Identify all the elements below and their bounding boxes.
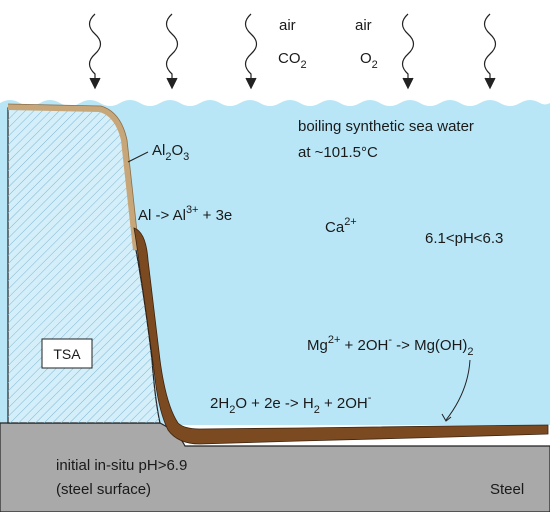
al2o3-leader-line — [127, 151, 149, 163]
tsa-label: TSA — [53, 346, 81, 362]
mgoh2-leader-arrowhead — [441, 413, 452, 422]
wavy-arrow-5 — [483, 13, 497, 90]
al-oxidation-reaction: Al -> Al3+ + 3e — [138, 204, 232, 224]
water-description-line2: at ~101.5°C — [298, 144, 378, 161]
mgoh2-leader-line — [445, 359, 471, 421]
co2-label: CO2 — [278, 50, 307, 71]
air-label-1: air — [279, 17, 296, 34]
wavy-arrow-3 — [244, 13, 258, 90]
wavy-arrow-4 — [401, 13, 415, 90]
steel-label: Steel — [490, 481, 524, 498]
mgoh2-reaction: Mg2+ + 2OH- -> Mg(OH)2 — [307, 334, 474, 358]
air-label-2: air — [355, 17, 372, 34]
o2-label: O2 — [360, 50, 378, 71]
calcium-ion-label: Ca2+ — [325, 216, 357, 236]
al2o3-layer-outline — [7, 103, 140, 251]
wavy-arrow-2 — [165, 13, 179, 90]
al2o3-layer — [7, 104, 139, 251]
wavy-arrow-1 — [88, 13, 102, 90]
insitu-ph-line2: (steel surface) — [56, 481, 151, 498]
mgoh2-deposit — [133, 227, 549, 445]
insitu-ph-line1: initial in-situ pH>6.9 — [56, 457, 187, 474]
water-description-line1: boiling synthetic sea water — [298, 118, 474, 135]
ph-range-label: 6.1<pH<6.3 — [425, 230, 503, 247]
water-reduction-reaction: 2H2O + 2e -> H2 + 2OH- — [210, 392, 372, 416]
al2o3-label: Al2O3 — [152, 142, 189, 163]
tsa-label-box — [41, 338, 93, 369]
